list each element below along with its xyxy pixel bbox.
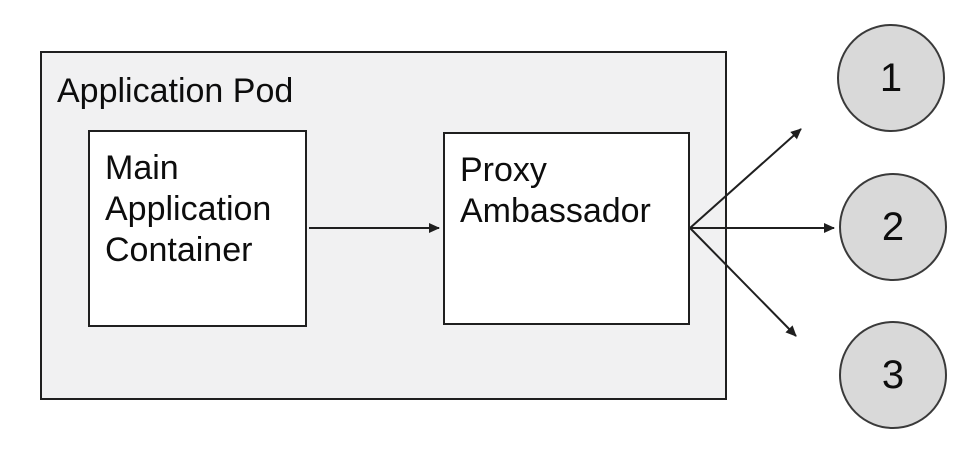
endpoint-1-label: 1: [879, 55, 903, 100]
endpoint-circle-2: 2: [839, 173, 947, 281]
application-pod-label: Application Pod: [57, 72, 294, 110]
node-main-application-container: Main Application Container: [88, 130, 307, 327]
main-application-container-label: Main Application Container: [105, 149, 272, 269]
proxy-ambassador-label: Proxy Ambassador: [460, 151, 651, 230]
endpoint-2-label: 2: [881, 204, 905, 249]
endpoint-3-label: 3: [881, 352, 905, 397]
endpoint-circle-1: 1: [837, 24, 945, 132]
endpoint-circle-3: 3: [839, 321, 947, 429]
node-proxy-ambassador: Proxy Ambassador: [443, 132, 690, 325]
